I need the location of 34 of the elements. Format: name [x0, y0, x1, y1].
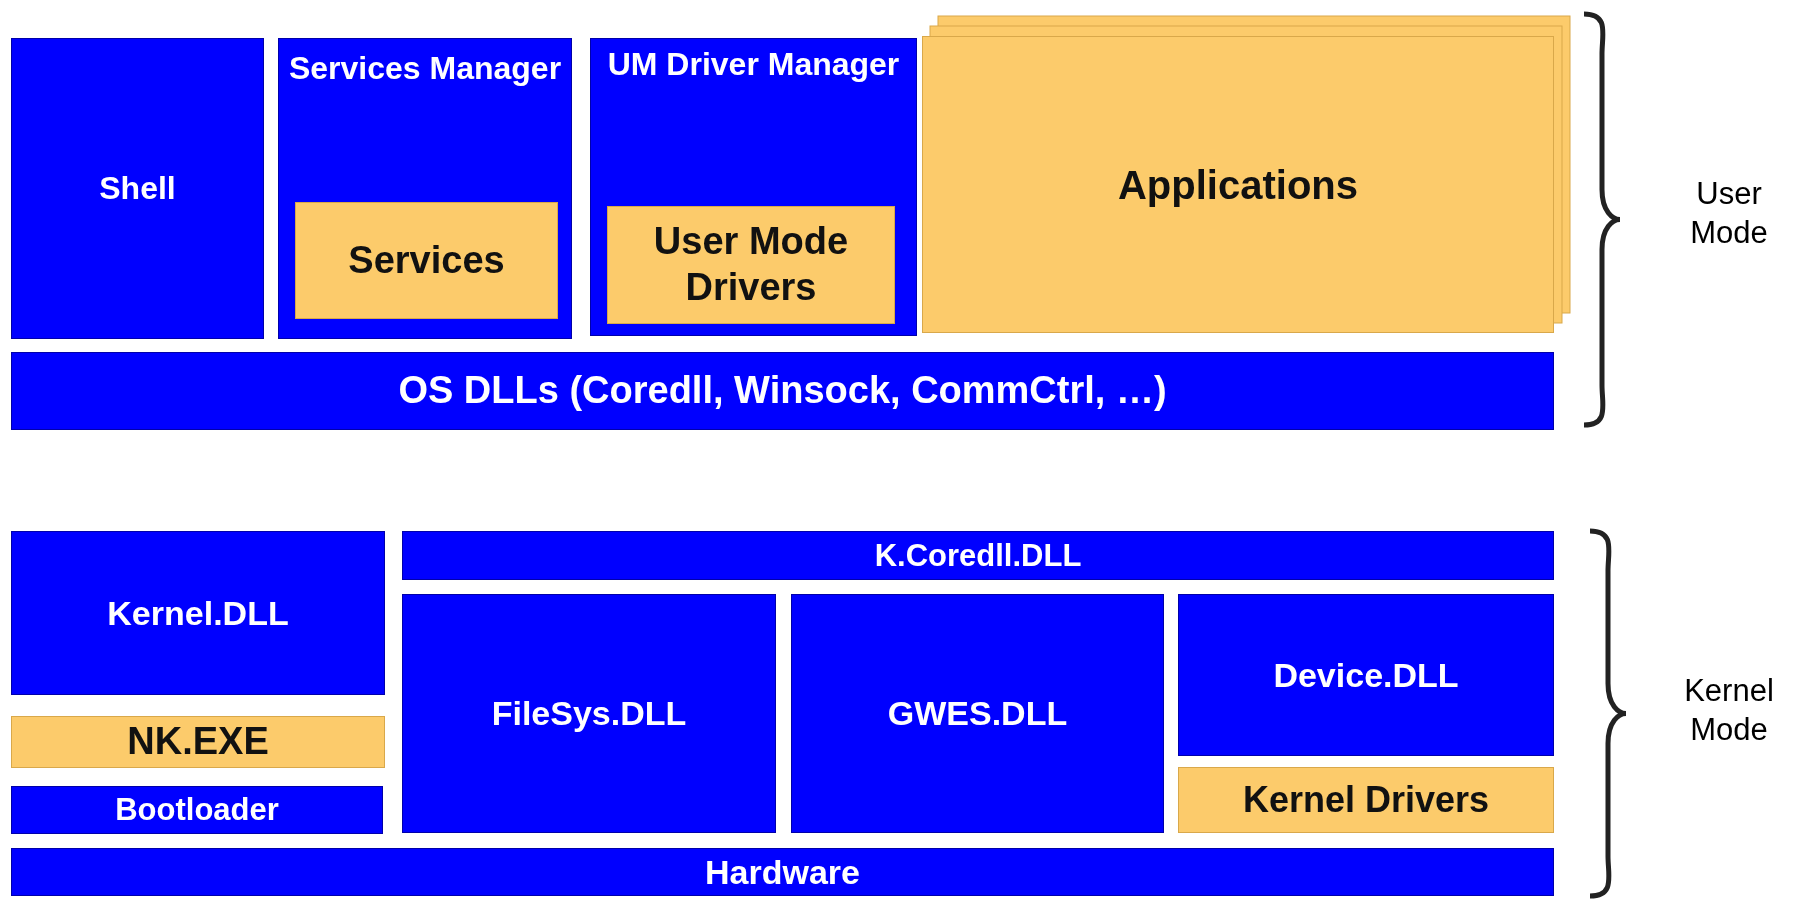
module-box — [607, 206, 895, 324]
component-name: User Mode Drivers — [652, 219, 850, 310]
component-name: Applications — [1118, 161, 1358, 209]
component-name: Bootloader — [115, 791, 279, 829]
component-name: Hardware — [705, 851, 860, 893]
component-box — [402, 531, 1554, 580]
component-name: NK.EXE — [127, 719, 269, 765]
component-name: Services — [348, 237, 505, 283]
component-box — [11, 848, 1554, 896]
component-name: GWES.DLL — [887, 693, 1068, 734]
module-box — [922, 36, 1554, 333]
component-box — [402, 594, 776, 833]
mode-label: User Mode — [1689, 175, 1769, 252]
module-box — [11, 716, 385, 768]
component-box — [11, 38, 264, 339]
component-name: Kernel Drivers — [1242, 778, 1490, 822]
component-box — [590, 38, 917, 336]
component-name: K.Coredll.DLL — [874, 536, 1082, 575]
component-name: Services Manager — [288, 49, 562, 88]
module-box — [1178, 767, 1554, 833]
component-box — [278, 38, 572, 339]
component-box — [791, 594, 1164, 833]
component-box — [11, 531, 385, 695]
component-name: FileSys.DLL — [491, 693, 687, 734]
mode-label: Kernel Mode — [1683, 672, 1775, 749]
component-name: Device.DLL — [1273, 654, 1459, 696]
component-name: UM Driver Manager — [607, 45, 900, 84]
module-box — [295, 202, 558, 319]
component-box — [11, 352, 1554, 430]
component-name: OS DLLs (Coredll, Winsock, CommCtrl, …) — [398, 368, 1167, 414]
component-name: Shell — [99, 169, 176, 208]
component-box — [1178, 594, 1554, 756]
component-box — [11, 786, 383, 834]
component-name: Kernel.DLL — [107, 592, 289, 634]
